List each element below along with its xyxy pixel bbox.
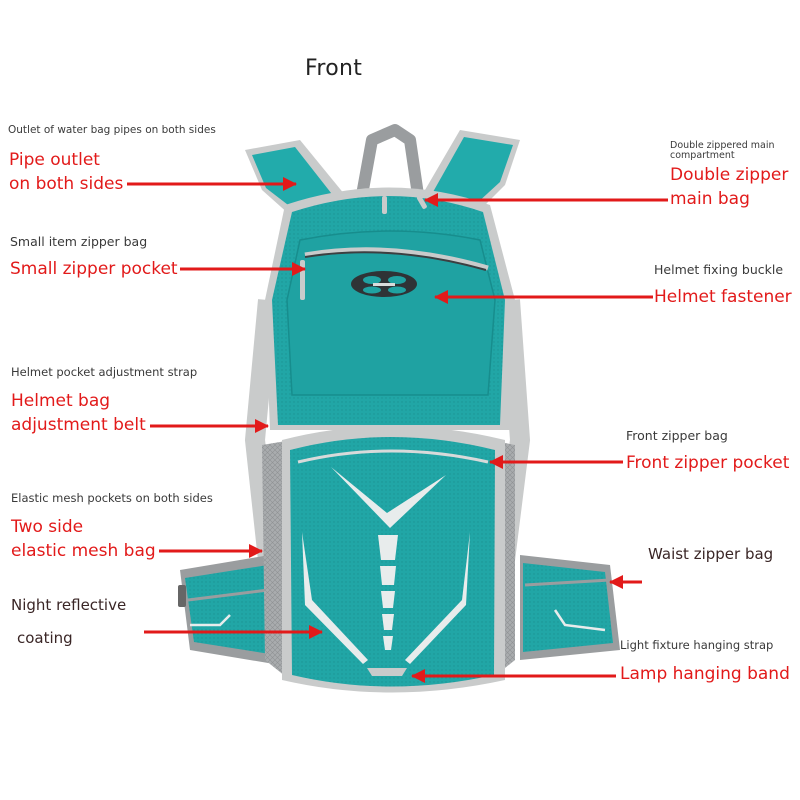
helmet-fastener-label: Helmet fastener [654,287,792,307]
pipe-outlet-label-1: Pipe outlet [9,150,100,170]
lamp-band-label: Lamp hanging band [620,664,790,684]
waist-belt [178,555,620,665]
mesh-bag-subtitle: Elastic mesh pockets on both sides [11,491,213,505]
pipe-outlet-subtitle: Outlet of water bag pipes on both sides [8,124,216,136]
mesh-bag-label-1: Two side [11,517,84,537]
main-bag-label-2: main bag [670,189,750,209]
helmet-buckle [351,271,417,297]
waist-bag-subtitle: Waist zipper bag [648,545,774,563]
reflective-label-1: Night reflective [11,596,127,614]
small-pocket-label: Small zipper pocket [10,259,178,279]
helmet-belt-subtitle: Helmet pocket adjustment strap [11,365,198,379]
mesh-bag-label-2: elastic mesh bag [11,541,156,561]
reflective-label-2: coating [17,629,73,647]
front-pocket-subtitle: Front zipper bag [626,428,728,443]
helmet-fastener-subtitle: Helmet fixing buckle [654,262,784,277]
lamp-band-subtitle: Light fixture hanging strap [620,638,774,652]
page-title: Front [305,56,363,81]
helmet-belt-label-1: Helmet bag [11,391,111,411]
main-bag-subtitle: Double zippered main compartment [670,140,775,161]
pipe-outlet-label-2: on both sides [9,174,124,194]
helmet-belt-label-2: adjustment belt [11,415,146,435]
front-pocket-label: Front zipper pocket [626,453,790,473]
main-bag-label-1: Double zipper [670,165,789,185]
front-pocket [282,426,505,693]
small-pocket-subtitle: Small item zipper bag [10,234,148,249]
